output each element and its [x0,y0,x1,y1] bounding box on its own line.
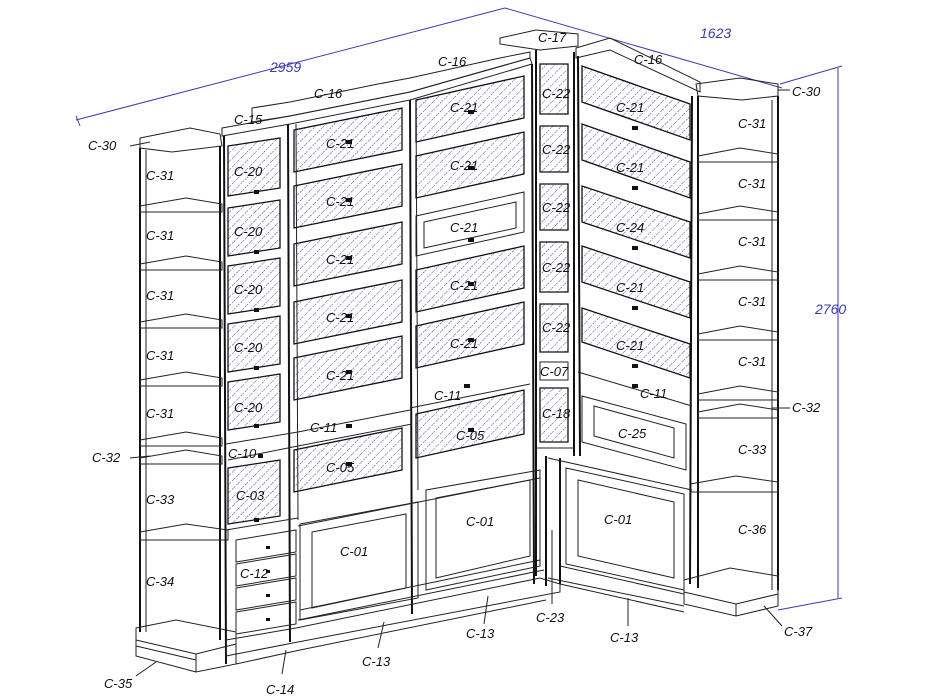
label-c21-b5: C-21 [450,336,478,351]
label-c03: C-03 [236,488,265,503]
narrow-glass-doors [227,137,281,525]
label-c21-a2: C-21 [326,194,354,209]
label-c21-a5: C-21 [326,368,354,383]
label-c31-l4: C-31 [146,348,174,363]
label-c21-c3: C-21 [616,280,644,295]
label-c21-b1: C-21 [450,100,478,115]
left-shelf-unit [135,127,237,673]
label-c32-right: C-32 [792,400,821,415]
label-c30-left: C-30 [88,138,117,153]
label-c21-b4: C-21 [450,278,478,293]
label-c31-r5: C-31 [738,354,766,369]
label-c33-right: C-33 [738,442,767,457]
label-c32-left: C-32 [92,450,121,465]
label-c20-3: C-20 [234,282,263,297]
label-c31-l3: C-31 [146,288,174,303]
dim-line-left [75,7,506,121]
label-c31-l2: C-31 [146,228,174,243]
label-c23: C-23 [536,610,565,625]
label-c21-c1: C-21 [616,100,644,115]
label-c16-c: C-16 [634,52,663,67]
handles [254,110,638,522]
label-c05-b: C-05 [456,428,485,443]
label-c12: C-12 [240,566,269,581]
label-c22-3: C-22 [542,200,571,215]
label-c21-a1: C-21 [326,136,354,151]
label-c05-a: C-05 [326,460,355,475]
label-c21-b3: C-21 [450,220,478,235]
label-c31-l1: C-31 [146,168,174,183]
label-c22-1: C-22 [542,86,571,101]
label-c20-4: C-20 [234,340,263,355]
label-c21-a4: C-21 [326,310,354,325]
label-c20-2: C-20 [234,224,263,239]
label-c01-a: C-01 [340,544,368,559]
label-c13-a: C-13 [362,654,391,669]
leader-lines [129,89,790,677]
drawer-stack [235,529,297,635]
label-c13-b: C-13 [466,626,495,641]
label-c01-c: C-01 [604,512,632,527]
label-c01-b: C-01 [466,514,494,529]
label-c20-1: C-20 [234,164,263,179]
label-c24: C-24 [616,220,644,235]
middle-right-glass-doors [415,75,525,459]
dim-line-right [504,7,783,89]
label-c22-4: C-22 [542,260,571,275]
label-c07: C-07 [540,364,569,379]
dim-label-1623: 1623 [700,25,731,41]
label-c25: C-25 [618,426,647,441]
label-c31-l5: C-31 [146,406,174,421]
label-c35: C-35 [104,676,133,691]
label-c30-right: C-30 [792,84,821,99]
label-c21-a3: C-21 [326,252,354,267]
part-labels: C-30 C-30 C-15 C-16 C-16 C-16 C-17 C-31 … [88,30,821,697]
label-c22-2: C-22 [542,142,571,157]
label-c14: C-14 [266,682,294,697]
label-c33-left: C-33 [146,492,175,507]
label-c36: C-36 [738,522,767,537]
label-c31-r3: C-31 [738,234,766,249]
corner-column [499,29,579,586]
label-c17: C-17 [538,30,567,45]
label-c21-c2: C-21 [616,160,644,175]
label-c31-r2: C-31 [738,176,766,191]
label-c10: C-10 [228,446,257,461]
label-c31-r1: C-31 [738,116,766,131]
label-c13-c: C-13 [610,630,639,645]
dim-label-2760: 2760 [814,301,846,317]
label-c20-5: C-20 [234,400,263,415]
dimension-lines [75,7,843,611]
label-c34: C-34 [146,574,174,589]
label-c21-c4: C-21 [616,338,644,353]
label-c31-r4: C-31 [738,294,766,309]
label-c18: C-18 [542,406,571,421]
label-c11-b: C-11 [434,388,461,403]
label-c11-a: C-11 [310,420,337,435]
label-c37: C-37 [784,624,813,639]
label-c22-5: C-22 [542,320,571,335]
label-c21-b2: C-21 [450,158,478,173]
label-c11-c: C-11 [640,386,667,401]
label-c15: C-15 [234,112,263,127]
right-wall-cabinet [547,37,701,613]
label-c16-a: C-16 [314,86,343,101]
label-c16-b: C-16 [438,54,467,69]
lower-panel-doors [299,467,685,621]
dim-label-2959: 2959 [269,59,301,75]
